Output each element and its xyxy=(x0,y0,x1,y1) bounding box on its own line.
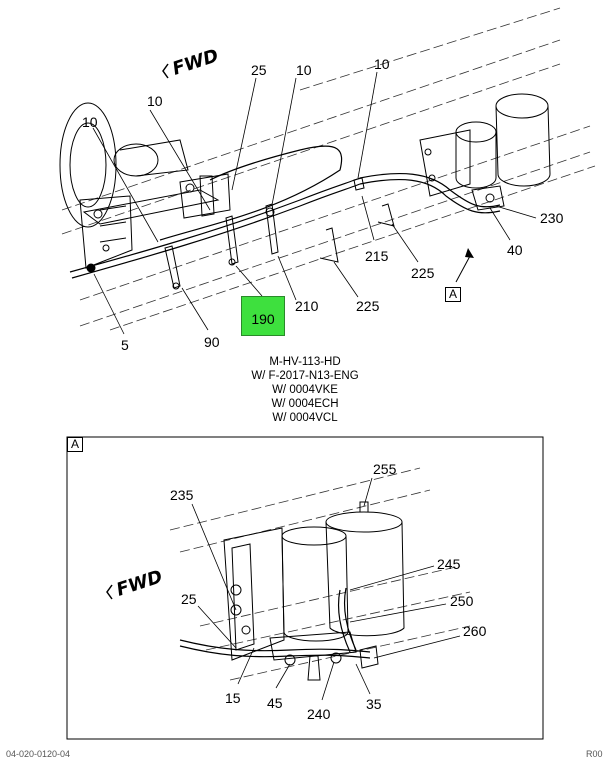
air-line-upper xyxy=(159,145,343,241)
brake-drum xyxy=(59,102,117,228)
callout-260[interactable]: 260 xyxy=(463,623,487,639)
callout-10[interactable]: 10 xyxy=(374,56,390,72)
fwd-arrow-icon-detail xyxy=(106,584,113,600)
brake-chamber xyxy=(113,143,159,177)
callout-25[interactable]: 25 xyxy=(181,591,197,607)
highlighted-part-190[interactable]: 190 xyxy=(241,296,285,336)
callout-250[interactable]: 250 xyxy=(450,593,474,609)
callout-225[interactable]: 225 xyxy=(356,298,380,314)
detail-air-dryer xyxy=(281,526,347,546)
callout-25[interactable]: 25 xyxy=(251,62,267,78)
detail-air-line xyxy=(179,639,371,653)
callout-45[interactable]: 45 xyxy=(267,695,283,711)
callout-210[interactable]: 210 xyxy=(295,298,319,314)
left-bracket xyxy=(79,195,133,269)
detail-air-tank xyxy=(325,511,403,533)
callout-15[interactable]: 15 xyxy=(225,690,241,706)
footer-drawing-number: 04-020-0120-04 xyxy=(6,749,71,759)
callout-10[interactable]: 10 xyxy=(147,93,163,109)
detail-view-label: A xyxy=(67,437,83,452)
callout-245[interactable]: 245 xyxy=(437,556,461,572)
callout-215[interactable]: 215 xyxy=(365,248,389,264)
detail-frame xyxy=(66,436,544,740)
highlighted-part-label: 190 xyxy=(251,311,275,327)
callout-5[interactable]: 5 xyxy=(121,337,129,353)
main-leader-lines xyxy=(92,71,537,335)
note-line: W/ F-2017-N13-ENG xyxy=(251,370,359,382)
detail-bracket xyxy=(223,527,285,661)
callout-240[interactable]: 240 xyxy=(307,706,331,722)
detail-leader-lines xyxy=(191,477,461,701)
tank-bracket xyxy=(419,129,471,197)
note-line: W/ 0004ECH xyxy=(271,398,339,410)
callout-225[interactable]: 225 xyxy=(411,265,435,281)
air-line-lower xyxy=(69,177,361,273)
callout-230[interactable]: 230 xyxy=(540,210,564,226)
callout-10[interactable]: 10 xyxy=(82,114,98,130)
callout-10[interactable]: 10 xyxy=(296,62,312,78)
callout-90[interactable]: 90 xyxy=(204,334,220,350)
detail-frame-rail xyxy=(169,467,471,681)
callout-35[interactable]: 35 xyxy=(366,696,382,712)
callout-40[interactable]: 40 xyxy=(507,242,523,258)
valve-bracket xyxy=(179,173,231,219)
note-line: M-HV-113-HD xyxy=(269,356,341,368)
footer-revision: R00 xyxy=(586,749,603,759)
air-tank xyxy=(495,93,549,119)
callout-235[interactable]: 235 xyxy=(170,487,194,503)
view-arrow xyxy=(455,248,474,283)
note-line: W/ 0004VKE xyxy=(272,384,338,396)
fwd-arrow-icon xyxy=(162,63,169,79)
note-line: W/ 0004VCL xyxy=(272,412,338,424)
callout-255[interactable]: 255 xyxy=(373,461,397,477)
frame-rail-phantom xyxy=(61,7,596,331)
view-a-reference[interactable]: A xyxy=(445,287,461,302)
